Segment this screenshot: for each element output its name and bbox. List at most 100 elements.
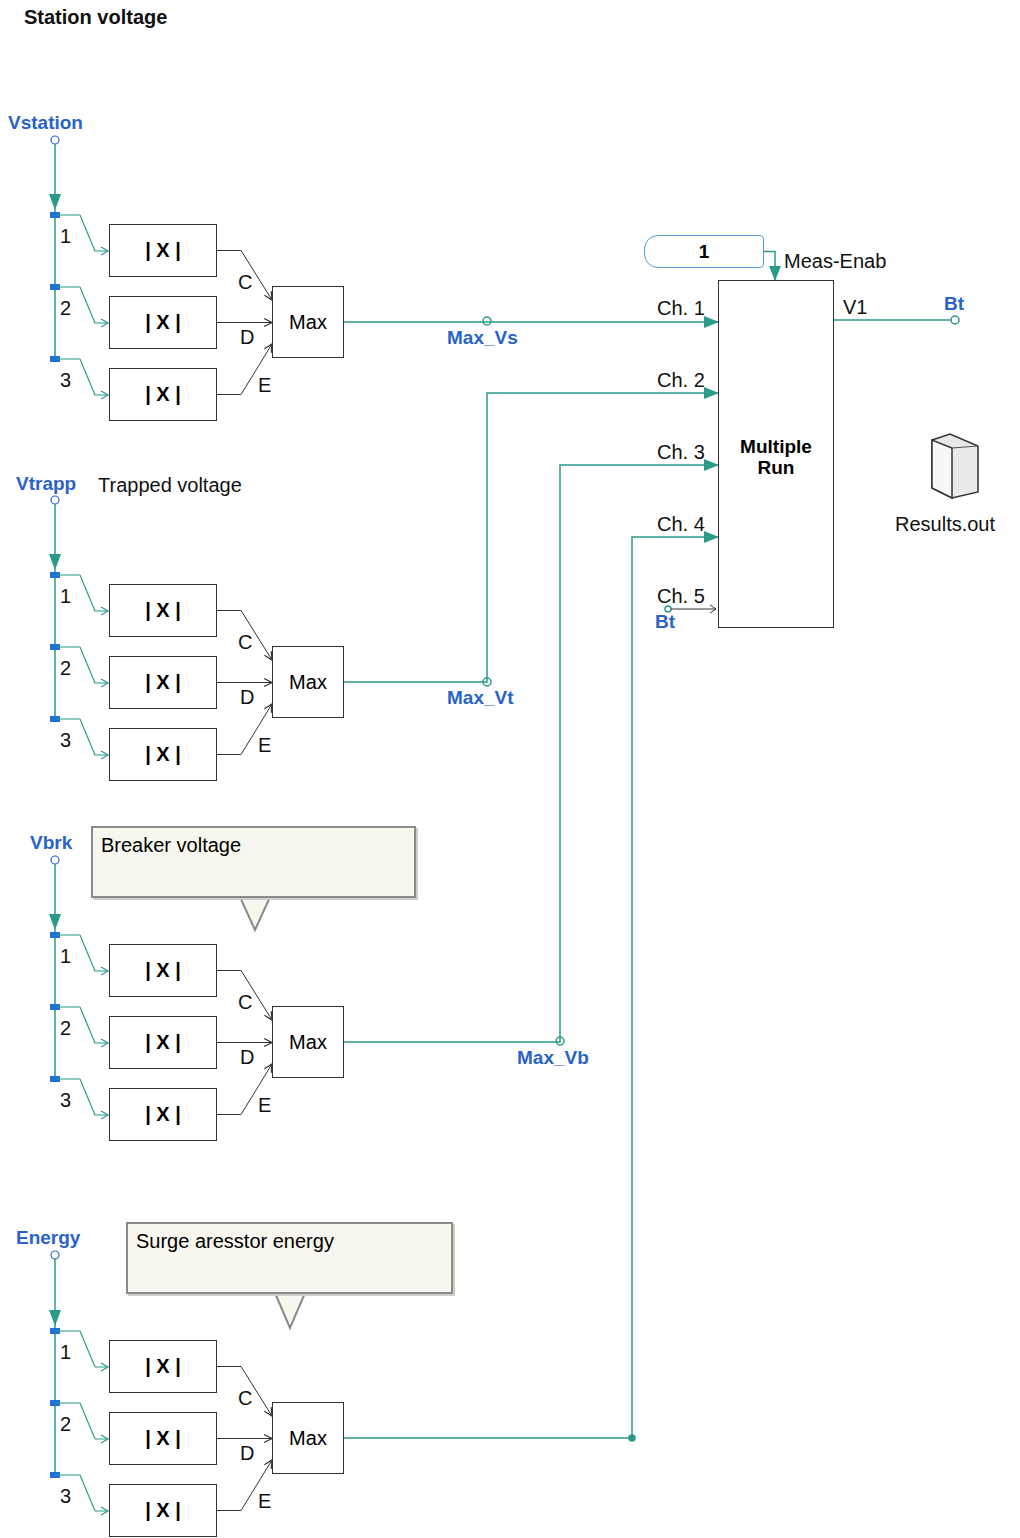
port-label: 2 (60, 657, 71, 679)
bus-branch (55, 359, 107, 395)
port-label: E (258, 1490, 271, 1512)
block-text: | X | (145, 1427, 181, 1450)
block-text: Breaker voltage (101, 834, 241, 857)
branch-arrow (101, 1111, 108, 1119)
bus-arrow (49, 1310, 61, 1326)
port-label: C (238, 1387, 252, 1409)
port-label: 1 (60, 1341, 71, 1363)
bus-branch (55, 1475, 107, 1511)
port-label: 3 (60, 729, 71, 751)
port-label: Ch. 2 (657, 369, 705, 391)
signal-connector (217, 1438, 272, 1439)
port-label: Results.out (895, 513, 995, 535)
bus-branch (55, 935, 107, 971)
comment-callout: Surge aresstor energy (126, 1222, 453, 1294)
signal-connector (344, 465, 718, 1042)
block-text: | X | (145, 1031, 181, 1054)
block-text: Multiple Run (726, 437, 826, 479)
bus-branch (55, 1403, 107, 1439)
signal-bus (54, 1259, 56, 1475)
signal-connector (344, 321, 718, 323)
port-label: D (240, 1046, 254, 1068)
port-label: Trapped voltage (98, 474, 242, 496)
port-label: 3 (60, 1485, 71, 1507)
abs-block: | X | (109, 728, 217, 781)
port-label: C (238, 631, 252, 653)
port-label: 3 (60, 369, 71, 391)
max-block: Max (272, 646, 344, 718)
block-text: Max (289, 311, 327, 334)
results-folder-icon (932, 434, 978, 498)
port-label: C (238, 271, 252, 293)
signal-name: Bt (655, 612, 675, 633)
bus-branch (55, 1079, 107, 1115)
signal-name: Energy (16, 1228, 80, 1249)
bus-branch (55, 1007, 107, 1043)
block-text: | X | (145, 1355, 181, 1378)
branch-arrow (101, 391, 108, 399)
max-block: Max (272, 1402, 344, 1474)
port-label: Ch. 4 (657, 513, 705, 535)
block-text: | X | (145, 671, 181, 694)
block-text: | X | (145, 1103, 181, 1126)
bus-branch (55, 215, 107, 251)
signal-connector (217, 682, 272, 683)
port-label: 2 (60, 297, 71, 319)
block-text: | X | (145, 959, 181, 982)
signal-terminal (51, 136, 59, 144)
abs-block: | X | (109, 1016, 217, 1069)
port-label: E (258, 374, 271, 396)
port-label: 2 (60, 1017, 71, 1039)
max-block: Max (272, 1006, 344, 1078)
bus-arrow (49, 554, 61, 570)
multiple-run-block: Multiple Run (718, 280, 834, 628)
bus-branch (55, 1331, 107, 1367)
port-label: Ch. 1 (657, 297, 705, 319)
abs-block: | X | (109, 1412, 217, 1465)
abs-block: | X | (109, 224, 217, 277)
signal-terminal (51, 856, 59, 864)
constant-block: 1 (644, 235, 764, 268)
port-label: 1 (60, 945, 71, 967)
abs-block: | X | (109, 656, 217, 709)
block-text: Max (289, 671, 327, 694)
port-label: Ch. 3 (657, 441, 705, 463)
signal-terminal (51, 1251, 59, 1259)
signal-bus (54, 144, 56, 359)
port-label: Meas-Enab (784, 250, 886, 272)
signal-name: Vbrk (30, 833, 72, 854)
block-text: | X | (145, 1499, 181, 1522)
block-text: 1 (699, 241, 710, 263)
diagram-title: Station voltage (24, 6, 167, 29)
signal-connector (344, 537, 718, 1438)
bus-branch (55, 719, 107, 755)
block-text: | X | (145, 383, 181, 406)
port-label: E (258, 734, 271, 756)
abs-block: | X | (109, 368, 217, 421)
block-text: | X | (145, 743, 181, 766)
block-text: Max (289, 1031, 327, 1054)
abs-block: | X | (109, 584, 217, 637)
block-text: | X | (145, 239, 181, 262)
abs-block: | X | (109, 1088, 217, 1141)
port-label: D (240, 1442, 254, 1464)
signal-bus (54, 864, 56, 1079)
abs-block: | X | (109, 944, 217, 997)
signal-terminal (51, 496, 59, 504)
signal-connector (764, 252, 775, 281)
branch-arrow (101, 751, 108, 759)
port-label: V1 (843, 296, 867, 318)
branch-arrow (101, 607, 108, 615)
signal-name: Vstation (8, 113, 83, 134)
branch-arrow (101, 967, 108, 975)
abs-block: | X | (109, 296, 217, 349)
branch-arrow (101, 247, 108, 255)
wire-label: Max_Vb (516, 1048, 590, 1069)
port-label: Ch. 5 (657, 585, 705, 607)
block-text: | X | (145, 599, 181, 622)
signal-connector (217, 971, 272, 1021)
signal-connector (217, 251, 272, 301)
port-label: 1 (60, 585, 71, 607)
branch-arrow (101, 679, 108, 687)
